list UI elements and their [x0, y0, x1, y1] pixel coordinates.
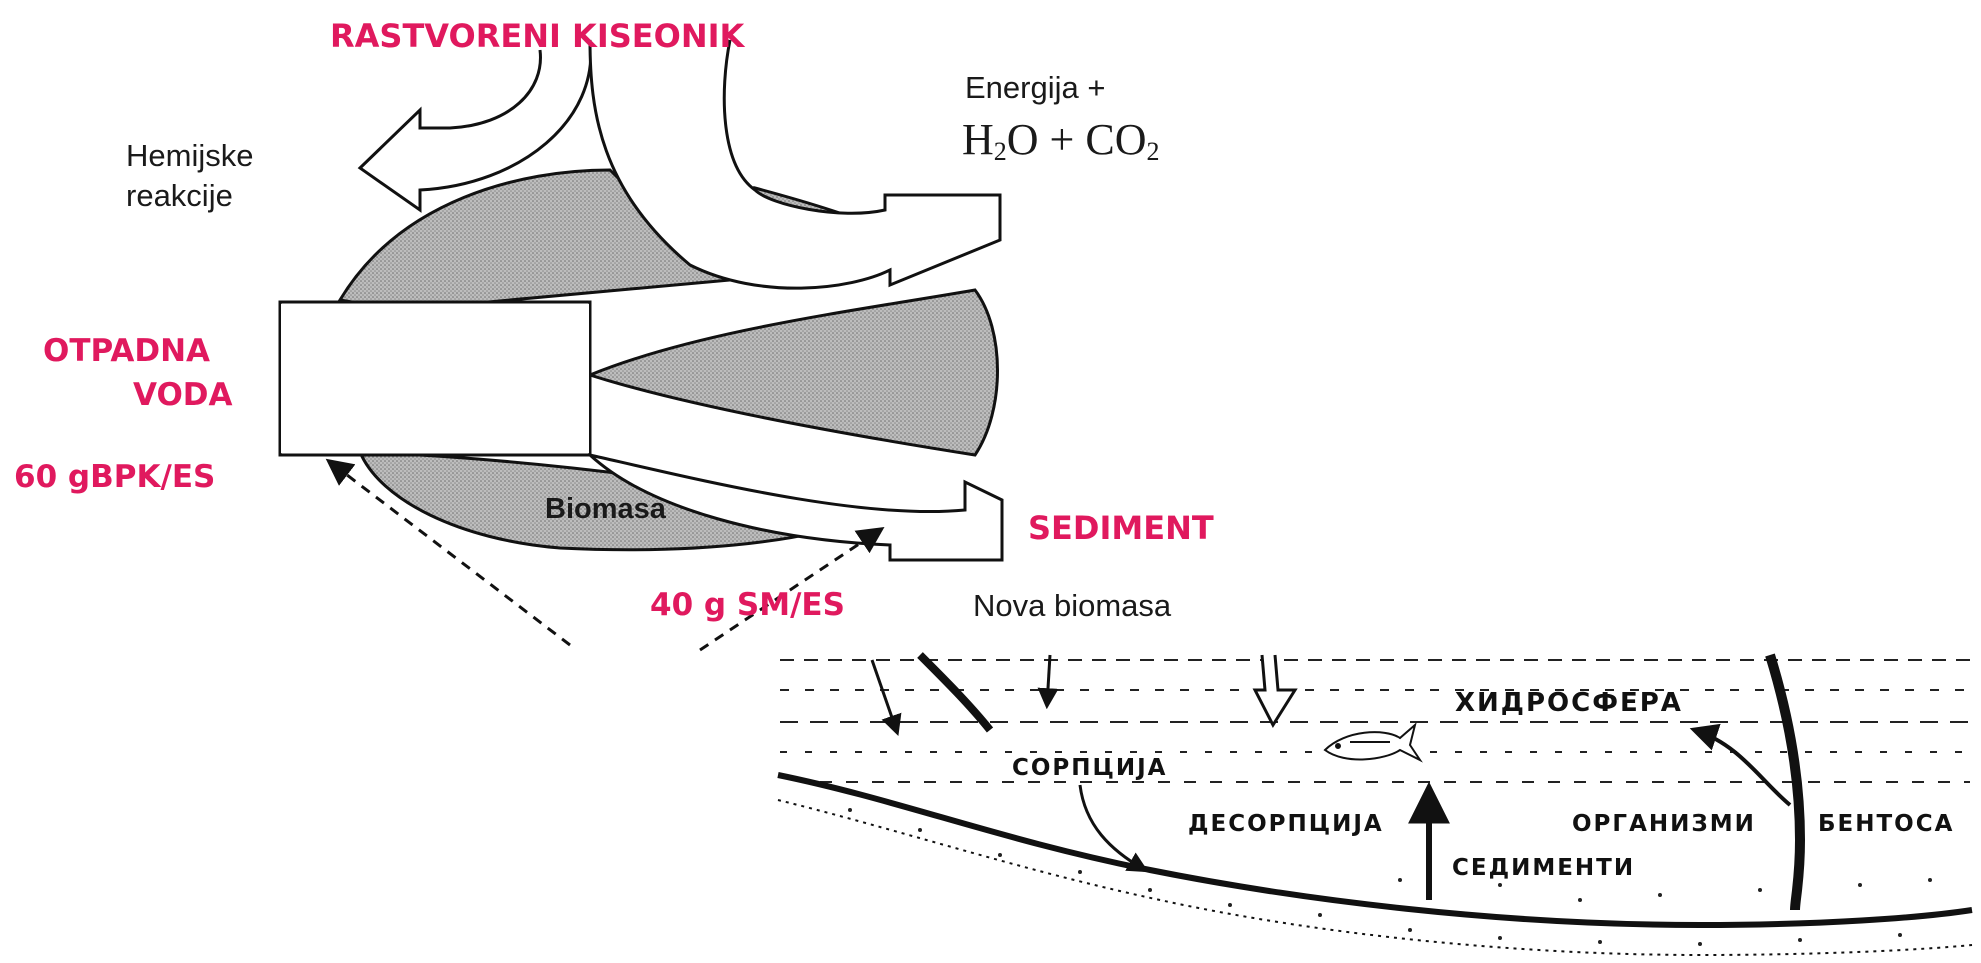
sediment-bed	[778, 775, 1972, 960]
hollow-down-arrow	[1255, 655, 1295, 725]
organisms-label: ОРГАНИЗМИ	[1572, 813, 1756, 836]
organisms-arrow	[1695, 730, 1790, 805]
desorption-label: ДЕСОРПЦИЈА	[1188, 813, 1384, 836]
sorption-label: СОРПЦИЈА	[1012, 757, 1167, 780]
hydrosphere-label: ХИДРОСФЕРА	[1455, 690, 1683, 716]
fish-icon	[1325, 725, 1420, 760]
sediments-label: СЕДИМЕНТИ	[1452, 857, 1635, 880]
falling-stroke-2	[920, 655, 990, 730]
benthos-label: БЕНТОСА	[1818, 813, 1954, 836]
falling-arrow-3	[1047, 655, 1050, 705]
